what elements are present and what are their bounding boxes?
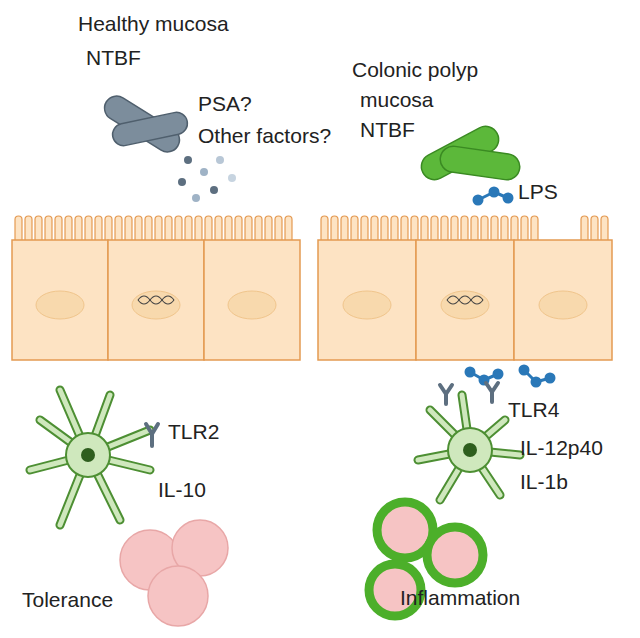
nuclei (36, 291, 587, 319)
bacterium-label: NTBF (360, 118, 415, 142)
cytokine-label: IL-12p40 (520, 436, 603, 460)
outcome-label: Inflammation (400, 586, 520, 610)
psa-dots (178, 156, 236, 202)
tlr4-receptors (440, 383, 498, 404)
ntbf-polyp (417, 122, 522, 184)
t-cells-left (120, 520, 228, 626)
tissue-label: Colonic polyp (352, 58, 478, 82)
tissue-label: mucosa (360, 88, 434, 112)
epithelium-left (12, 240, 300, 360)
dna-helix (138, 296, 483, 304)
cytokine-label: IL-10 (158, 478, 206, 502)
bacterium-label: NTBF (86, 46, 141, 70)
molecule-label: LPS (518, 180, 558, 204)
dendritic-cell-right (418, 395, 520, 500)
ntbf-healthy (100, 92, 189, 157)
tlr2-receptor (146, 424, 158, 446)
factor-label: Other factors? (198, 124, 331, 148)
factor-label: PSA? (198, 92, 252, 116)
cytokine-label: IL-1b (520, 470, 568, 494)
lps-molecules (466, 188, 554, 386)
epithelium-right (318, 240, 612, 360)
receptor-label: TLR4 (508, 398, 559, 422)
tissue-label: Healthy mucosa (78, 12, 229, 36)
dendritic-cell-left (30, 390, 150, 525)
receptor-label: TLR2 (168, 420, 219, 444)
outcome-label: Tolerance (22, 588, 113, 612)
